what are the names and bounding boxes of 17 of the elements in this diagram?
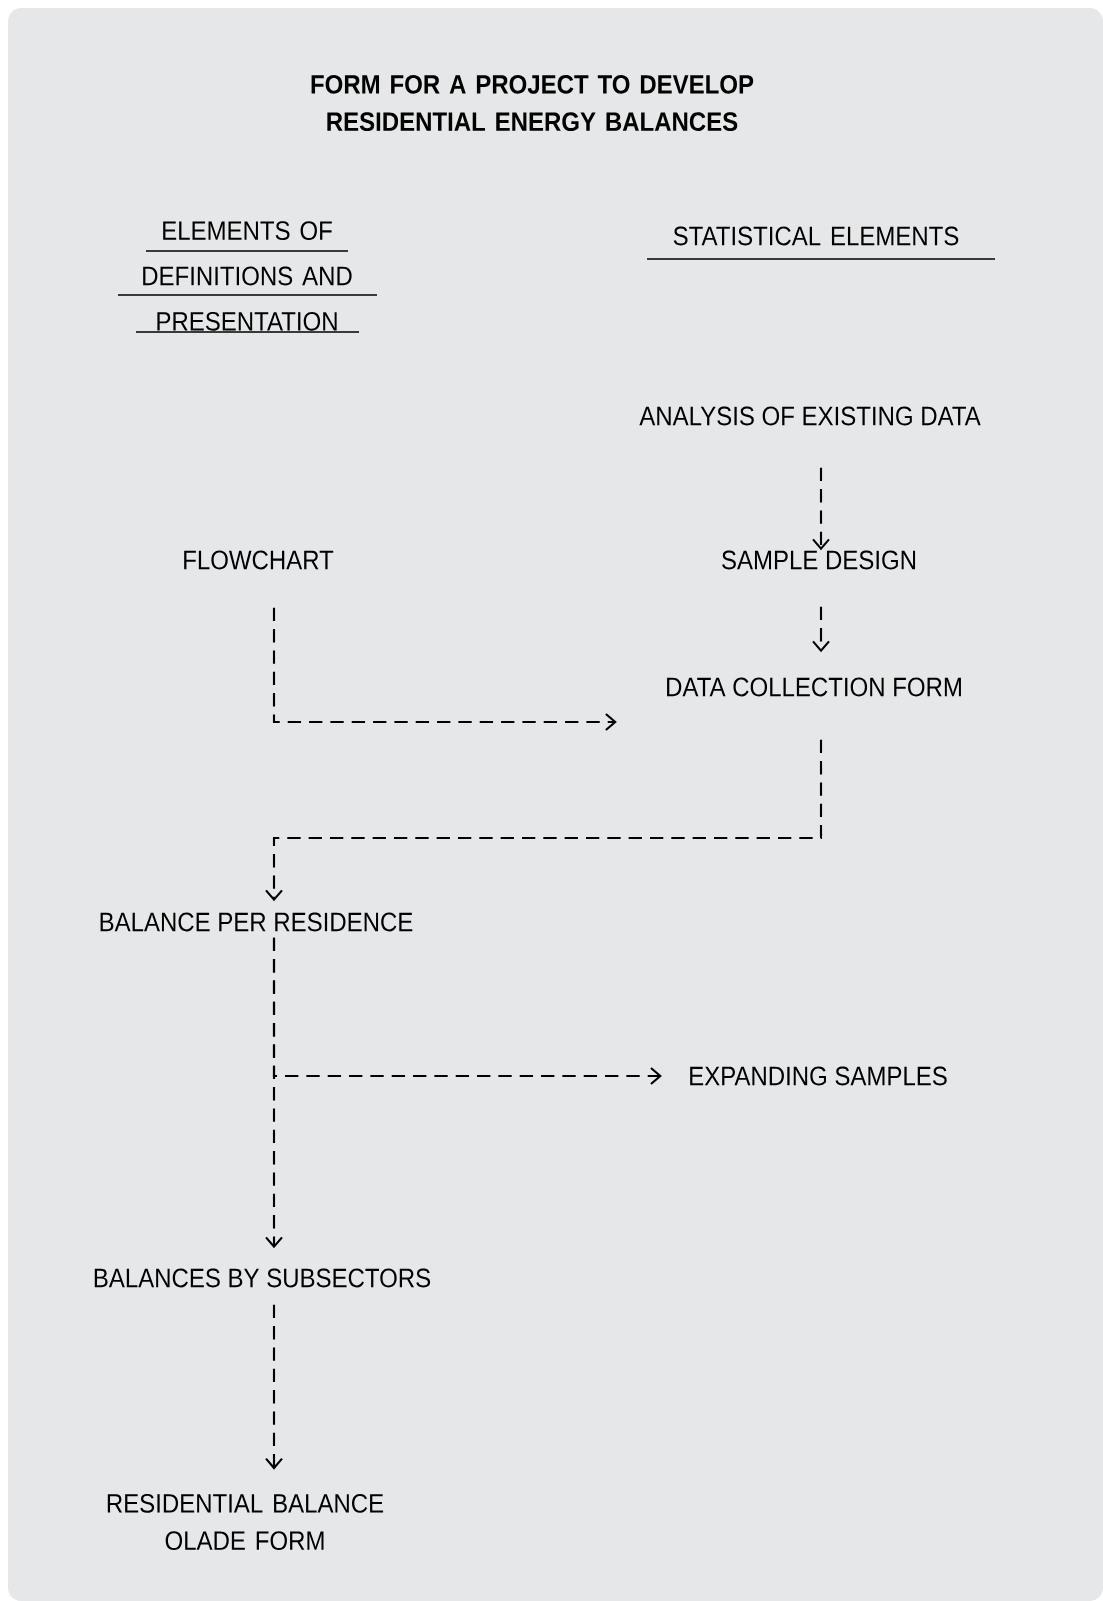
step-label: EXPANDING SAMPLES [690, 1066, 947, 1086]
title: FORM FOR A PROJECT TO DEVELOP RESIDENTIAL ENERGY BALANCES [311, 74, 754, 132]
arrow [272, 607, 617, 731]
step-label: ANALYSIS OF EXISTING DATA [639, 406, 981, 426]
arrow [265, 1304, 283, 1470]
arrow [265, 937, 283, 1249]
step-label: BALANCE PER RESIDENCE [100, 912, 413, 932]
step-label: DATA COLLECTION FORM [667, 677, 961, 697]
step-label: SAMPLE DESIGN [722, 550, 916, 570]
step-label: RESIDENTIAL BALANCE OLADE FORM [107, 1493, 384, 1551]
arrow [265, 739, 823, 902]
arrow [812, 606, 830, 653]
column-heading: STATISTICAL ELEMENTS [673, 226, 959, 246]
arrow [812, 467, 830, 551]
step-label: BALANCES BY SUBSECTORS [94, 1268, 431, 1288]
column-heading: ELEMENTS OF DEFINITIONS AND PRESENTATION [143, 221, 352, 331]
step-label: FLOWCHART [184, 550, 334, 570]
